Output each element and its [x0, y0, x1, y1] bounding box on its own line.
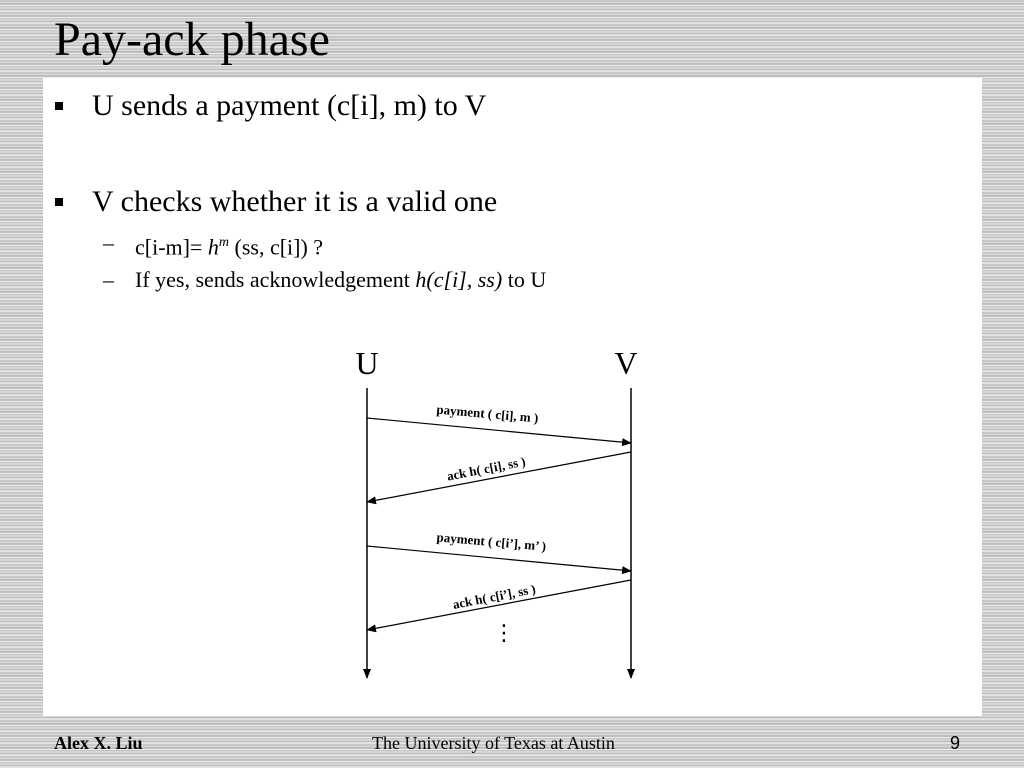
bullet-marker [55, 198, 63, 206]
message-label-ack-2: ack h( c[i’], ss ) [451, 581, 536, 612]
sequence-diagram: U V payment ( c[i], m ) ack h( c[i], ss … [355, 345, 638, 679]
slide-content: U sends a payment (c[i], m) to V V check… [43, 78, 982, 716]
footer-author: Alex X. Liu [54, 733, 143, 753]
bullet-text: V checks whether it is a valid one [92, 185, 498, 218]
slide-title: Pay-ack phase [54, 13, 330, 66]
continuation-ellipsis: ⋮ [493, 621, 515, 646]
message-label-payment-1: payment ( c[i], m ) [436, 402, 539, 426]
message-arrow-payment-1 [366, 417, 632, 447]
message-label-payment-2: payment ( c[i’], m’ ) [436, 529, 547, 554]
hash-exponent: m [218, 235, 229, 250]
footer-page-number: 9 [950, 733, 961, 753]
sub-item-suffix: (ss, c[i]) ? [229, 234, 324, 260]
sub-item-prefix: c[i-m]= [135, 234, 208, 260]
sub-item-suffix: to U [502, 267, 547, 292]
ack-expression: h(c[i], ss) [415, 267, 503, 292]
footer-institution: The University of Texas at Austin [372, 733, 615, 753]
message-arrow-ack-1 [366, 451, 632, 505]
sub-item-text: c[i-m]= hm (ss, c[i]) ? [135, 230, 323, 260]
bullet-text: U sends a payment (c[i], m) to V [92, 89, 487, 122]
sub-item-dash: – [103, 267, 114, 292]
message-arrow-ack-2 [366, 579, 632, 633]
bullet-marker [55, 102, 63, 110]
hash-function: h [207, 234, 219, 260]
sub-item-text: If yes, sends acknowledgement h(c[i], ss… [135, 267, 546, 293]
message-arrow-payment-2 [366, 545, 632, 575]
party-v-label: V [614, 345, 637, 381]
sub-item-prefix: If yes, sends acknowledgement [135, 267, 416, 292]
sub-item-dash: – [103, 230, 114, 255]
party-u-label: U [355, 345, 378, 381]
